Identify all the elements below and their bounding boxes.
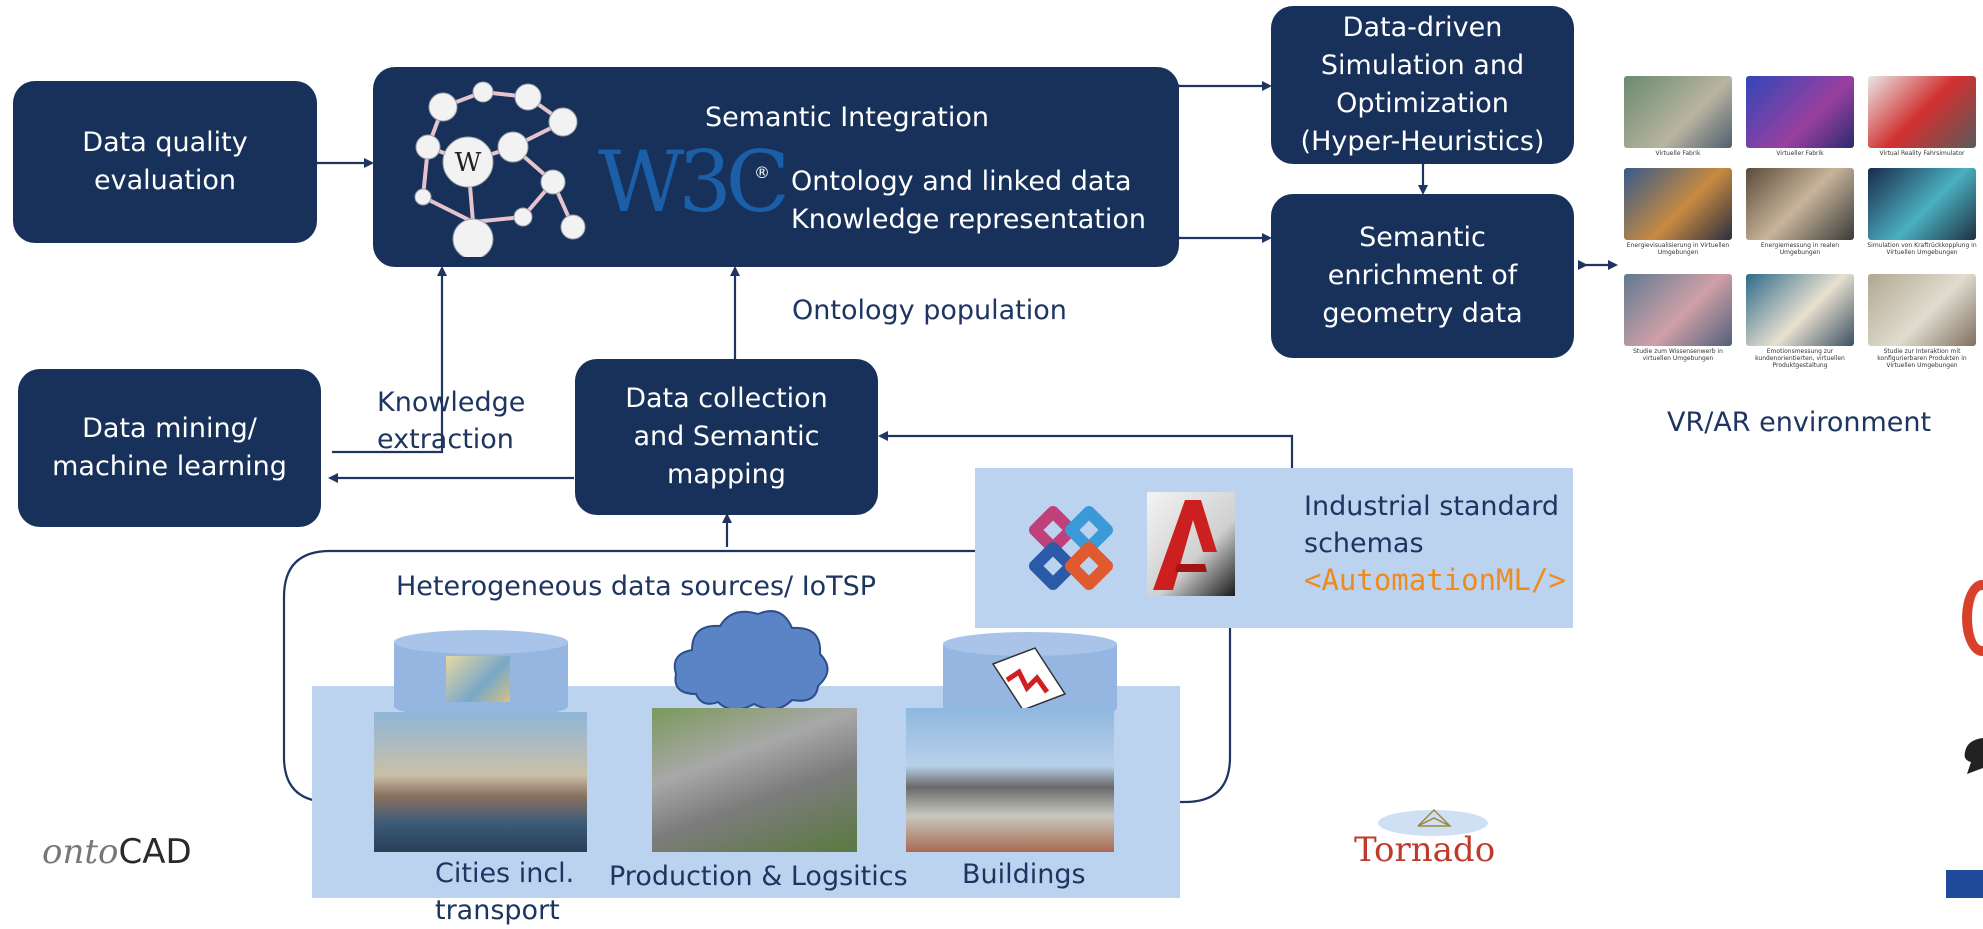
buildings-photo — [906, 708, 1114, 852]
production-label: Production & Logsitics — [609, 861, 908, 892]
vr-thumb-3 — [1868, 76, 1976, 148]
vr-thumb-2 — [1746, 76, 1854, 148]
data-mining-box: Data mining/ machine learning — [18, 369, 321, 527]
vr-caption-1: Virtuelle Fabrik — [1655, 150, 1701, 157]
enrich-line2: enrichment of — [1327, 260, 1518, 291]
collection-line3: mapping — [667, 459, 786, 490]
industrial-line1: Industrial standard — [1304, 491, 1559, 522]
vr-caption-2: Virtueller Fabrik — [1776, 150, 1824, 157]
vr-caption-6: Simulation von Kraftrückkopplung in Virt… — [1867, 242, 1977, 256]
simulation-box: Data-driven Simulation and Optimization … — [1271, 6, 1574, 164]
ifc-logo-icon — [1029, 506, 1113, 590]
w3c-logo-text: W3C — [598, 133, 790, 231]
eu-flag-icon — [1946, 870, 1983, 898]
mining-line1: Data mining/ — [82, 413, 257, 444]
sim-line3: Optimization — [1336, 88, 1509, 119]
svg-text:W: W — [455, 148, 482, 178]
data-quality-box: Data quality evaluation — [13, 81, 317, 243]
sim-line2: Simulation and — [1320, 50, 1525, 81]
federal-eagle-icon — [1964, 738, 1983, 774]
vr-thumb-5 — [1746, 168, 1854, 240]
industrial-line2: schemas — [1304, 528, 1424, 559]
vr-caption-4: Energievisualisierung in Virtuellen Umge… — [1626, 242, 1730, 256]
partner-logo-partial — [1962, 580, 1983, 656]
vr-thumb-7 — [1624, 274, 1732, 346]
automationml-logo: <AutomationML/> — [1304, 563, 1566, 597]
collection-line2: and Semantic — [633, 421, 820, 452]
knowledge-line2: extraction — [377, 424, 514, 455]
cities-photo — [374, 712, 587, 852]
wikipedia-globe-icon: W — [414, 81, 586, 257]
cities-line2: transport — [435, 895, 560, 926]
knowledge-line1: Knowledge — [377, 387, 526, 418]
cities-line1: Cities incl. — [435, 858, 575, 889]
industrial-schemas-label: Industrial standard schemas — [1304, 488, 1559, 562]
sim-line4: (Hyper-Heuristics) — [1300, 126, 1545, 157]
heterogeneous-sources-label: Heterogeneous data sources/ IoTSP — [396, 571, 877, 602]
sim-line1: Data-driven — [1342, 12, 1503, 43]
vr-caption-9: Studie zur Interaktion mit konfigurierba… — [1877, 348, 1967, 369]
vr-caption-5: Energiemessung in realen Umgebungen — [1760, 242, 1840, 256]
vr-caption-7: Studie zum Wissensenwerb in virtuellen U… — [1633, 348, 1723, 362]
vr-caption-3: Virtual Reality Fahrsimulator — [1879, 150, 1965, 157]
enrich-line3: geometry data — [1322, 298, 1523, 329]
data-collection-box: Data collection and Semantic mapping — [575, 359, 878, 515]
cloud-icon — [666, 604, 836, 716]
w3c-registered-mark: ® — [754, 163, 770, 182]
knowledge-extraction-label: Knowledge extraction — [377, 384, 525, 458]
ontology-population-label: Ontology population — [792, 295, 1067, 326]
w3c-logo: W3C — [598, 133, 790, 231]
vr-thumb-4 — [1624, 168, 1732, 240]
semantic-enrichment-box: Semantic enrichment of geometry data — [1271, 194, 1574, 358]
semantic-line1: Ontology and linked data — [791, 166, 1132, 197]
semantic-integration-box: W W3C ® Semantic Integration Ontology an… — [373, 67, 1179, 267]
ontocad-logo-prefix: onto — [42, 832, 119, 872]
semantic-line2: Knowledge representation — [791, 204, 1147, 235]
data-quality-line2: evaluation — [93, 165, 236, 196]
vr-ar-label: VR/AR environment — [1667, 407, 1932, 438]
tornado-logo-text: Tornado — [1354, 830, 1496, 870]
industrial-standards-panel: Industrial standard schemas <AutomationM… — [975, 468, 1573, 628]
autocad-logo-icon — [1147, 492, 1235, 596]
data-quality-line1: Data quality — [82, 127, 248, 158]
tornado-logo: Tornado — [1350, 802, 1510, 872]
vr-thumb-6 — [1868, 168, 1976, 240]
enrich-line1: Semantic — [1359, 222, 1486, 253]
cities-database-icon — [394, 630, 568, 718]
vr-thumb-1 — [1624, 76, 1732, 148]
vr-thumb-9 — [1868, 274, 1976, 346]
vr-caption-8: Emotionsmessung zur kundenorientierten, … — [1755, 348, 1845, 369]
buildings-label: Buildings — [962, 859, 1086, 890]
collection-line1: Data collection — [625, 383, 828, 414]
ontocad-logo-suffix: CAD — [118, 832, 192, 872]
vr-thumb-8 — [1746, 274, 1854, 346]
semantic-integration-title: Semantic Integration — [704, 102, 989, 133]
cities-label: Cities incl. transport — [435, 855, 574, 929]
ontocad-logo: ontoCAD — [42, 832, 192, 872]
production-photo — [652, 708, 857, 852]
mining-line2: machine learning — [52, 451, 287, 482]
